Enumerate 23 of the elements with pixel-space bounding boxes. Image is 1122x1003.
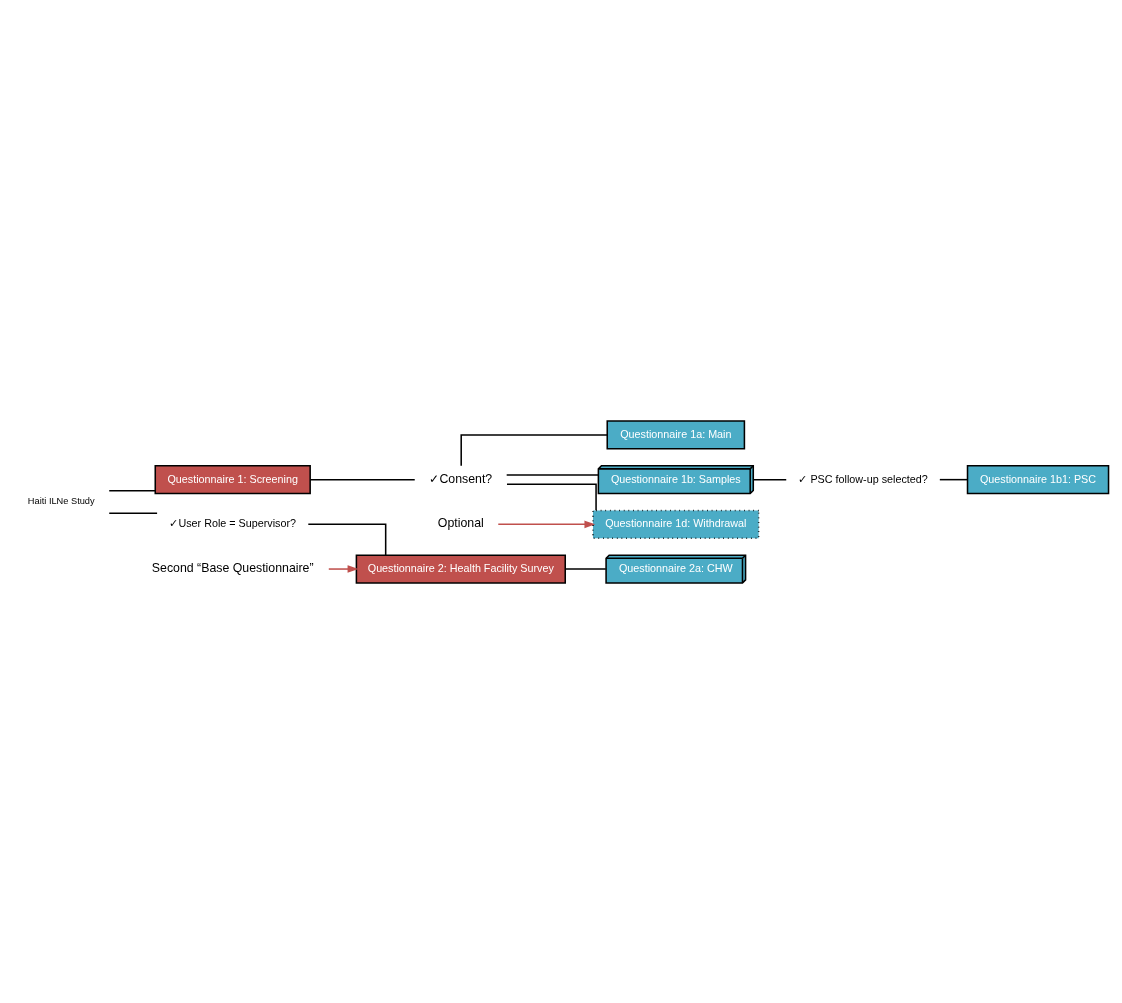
node-box: Questionnaire 1: Screening [154, 464, 311, 494]
node-box: Questionnaire 1d: Withdrawal [592, 509, 760, 539]
arrow [497, 520, 596, 528]
connector [108, 489, 156, 492]
connector [505, 473, 600, 476]
connector [108, 511, 158, 514]
connector [506, 483, 597, 511]
node-text: ✓ PSC follow-up selected? [798, 472, 928, 484]
node-box: Questionnaire 1b1: PSC [966, 464, 1110, 494]
node-box: Questionnaire 2: Health Facility Survey [355, 553, 566, 584]
connector [309, 478, 416, 480]
connector [307, 523, 387, 556]
node-text: Optional [437, 515, 484, 530]
node-box: Questionnaire 1a: Main [606, 419, 746, 450]
connector [564, 567, 607, 570]
connector [752, 478, 787, 480]
node-text: Haiti ILNe Study [27, 495, 95, 506]
connector [939, 478, 969, 480]
connector [460, 433, 608, 467]
node-text: ✓Consent? [429, 471, 493, 486]
node-text: Second “Base Questionnaire” [151, 560, 314, 575]
arrow [328, 564, 359, 573]
node-text: ✓User Role = Supervisor? [169, 516, 296, 529]
